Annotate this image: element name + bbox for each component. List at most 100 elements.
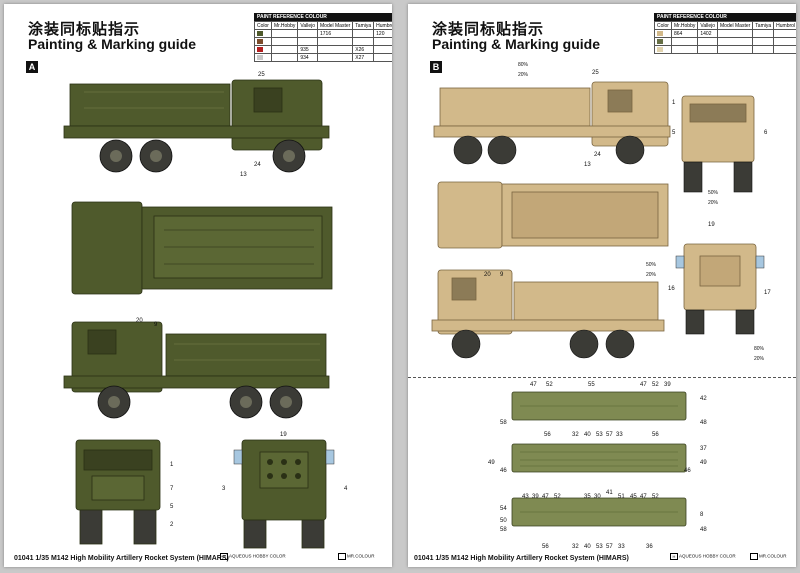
svg-text:52: 52 [652,494,659,500]
svg-text:49: 49 [700,460,707,466]
table-cell [716,45,754,54]
legend-swatch: H [220,553,228,560]
left-page: 涂装同标贴指示 Painting & Marking guide A PAINT… [4,4,392,567]
truck-side-view-left [431,269,665,335]
svg-text:56: 56 [544,432,551,438]
svg-text:58: 58 [500,420,507,426]
legend-text: MR.COLOUR [347,553,375,559]
legend-swatch [338,553,346,560]
svg-text:40: 40 [584,432,591,438]
footer-title: 01041 1/35 M142 High Mobility Artillery … [414,555,629,562]
svg-text:53: 53 [596,432,603,438]
svg-text:5: 5 [170,504,174,510]
table-cell [316,53,354,62]
svg-text:2: 2 [170,522,174,528]
svg-text:20%: 20% [646,272,657,278]
svg-text:37: 37 [700,446,707,452]
svg-text:48: 48 [700,527,707,533]
legend-text: AQUEOUS HOBBY COLOR [229,553,286,559]
color-swatch [257,46,263,52]
legend-swatch: H [670,553,678,560]
svg-text:45: 45 [630,494,637,500]
svg-text:24: 24 [594,152,601,158]
svg-text:20%: 20% [754,356,765,362]
svg-text:9: 9 [154,322,158,328]
svg-text:13: 13 [240,172,247,178]
paint-reference-heading: PAINT REFERENCE COLOUR [254,13,392,21]
svg-text:8: 8 [700,512,704,518]
color-swatch [657,30,663,36]
section-divider [408,377,796,378]
scheme-badge: A [26,61,38,73]
svg-text:20%: 20% [518,72,529,78]
paint-mix-callouts: 80%20% 50%20% 50%20% 80%20% [518,62,765,362]
svg-text:19: 19 [708,222,715,228]
svg-text:5: 5 [672,130,676,136]
footer-title: 01041 1/35 M142 High Mobility Artillery … [14,555,229,562]
page-title-cn: 涂装同标贴指示 [28,21,141,38]
green-vehicle-illustrations: 25 13 24 20 9 19 3 4 1 7 5 2 [63,72,348,549]
svg-text:47: 47 [640,494,647,500]
legend-swatch [750,553,758,560]
svg-text:24: 24 [254,162,261,168]
svg-text:30: 30 [594,494,601,500]
svg-text:41: 41 [606,490,613,496]
callout-numbers: 25 13 24 20 9 19 3 4 1 7 5 2 [136,72,348,528]
svg-text:80%: 80% [518,62,529,68]
paint-reference-heading: PAINT REFERENCE COLOUR [654,13,796,21]
table-cell [373,53,392,62]
table-cell [270,53,299,62]
legend-mr-colour: MR.COLOUR [338,553,375,560]
svg-text:80%: 80% [754,346,765,352]
svg-text:4: 4 [344,486,348,492]
svg-text:49: 49 [488,460,495,466]
right-page: 涂装同标贴指示 Painting & Marking guide B PAINT… [408,4,796,567]
table-row [654,45,796,54]
color-swatch [257,30,263,36]
svg-text:55: 55 [588,382,595,388]
svg-text:25: 25 [258,72,265,78]
svg-text:33: 33 [618,544,625,550]
wheels [451,135,755,359]
truck-front-view [75,439,161,545]
svg-text:39: 39 [664,382,671,388]
svg-text:36: 36 [646,544,653,550]
svg-text:1: 1 [672,100,676,106]
svg-text:35: 35 [584,494,591,500]
svg-text:7: 7 [170,486,174,492]
svg-text:48: 48 [700,420,707,426]
svg-text:50%: 50% [708,190,719,196]
scheme-badge: B [430,61,442,73]
rocket-pod-views [511,391,687,527]
svg-text:6: 6 [764,130,768,136]
svg-text:57: 57 [606,544,613,550]
svg-text:16: 16 [668,286,675,292]
table-cell [773,45,796,54]
svg-text:9: 9 [500,272,504,278]
svg-text:47: 47 [530,382,537,388]
svg-text:52: 52 [554,494,561,500]
page-title-cn: 涂装同标贴指示 [432,21,545,38]
svg-text:39: 39 [532,494,539,500]
svg-text:54: 54 [500,506,507,512]
color-swatch [257,38,263,44]
truck-side-view-rear [63,79,330,151]
page-title: Painting & Marking guide [432,36,601,52]
svg-text:56: 56 [542,544,549,550]
svg-text:52: 52 [546,382,553,388]
svg-text:25: 25 [592,70,599,76]
paint-reference-table: PAINT REFERENCE COLOUR Color Mr.Hobby Va… [254,13,392,62]
svg-text:42: 42 [700,396,707,402]
svg-text:32: 32 [572,544,579,550]
svg-text:40: 40 [584,544,591,550]
svg-text:47: 47 [640,382,647,388]
svg-text:19: 19 [280,432,287,438]
svg-text:50: 50 [500,518,507,524]
svg-text:52: 52 [652,382,659,388]
truck-rear-view [241,439,327,549]
svg-text:46: 46 [500,468,507,474]
